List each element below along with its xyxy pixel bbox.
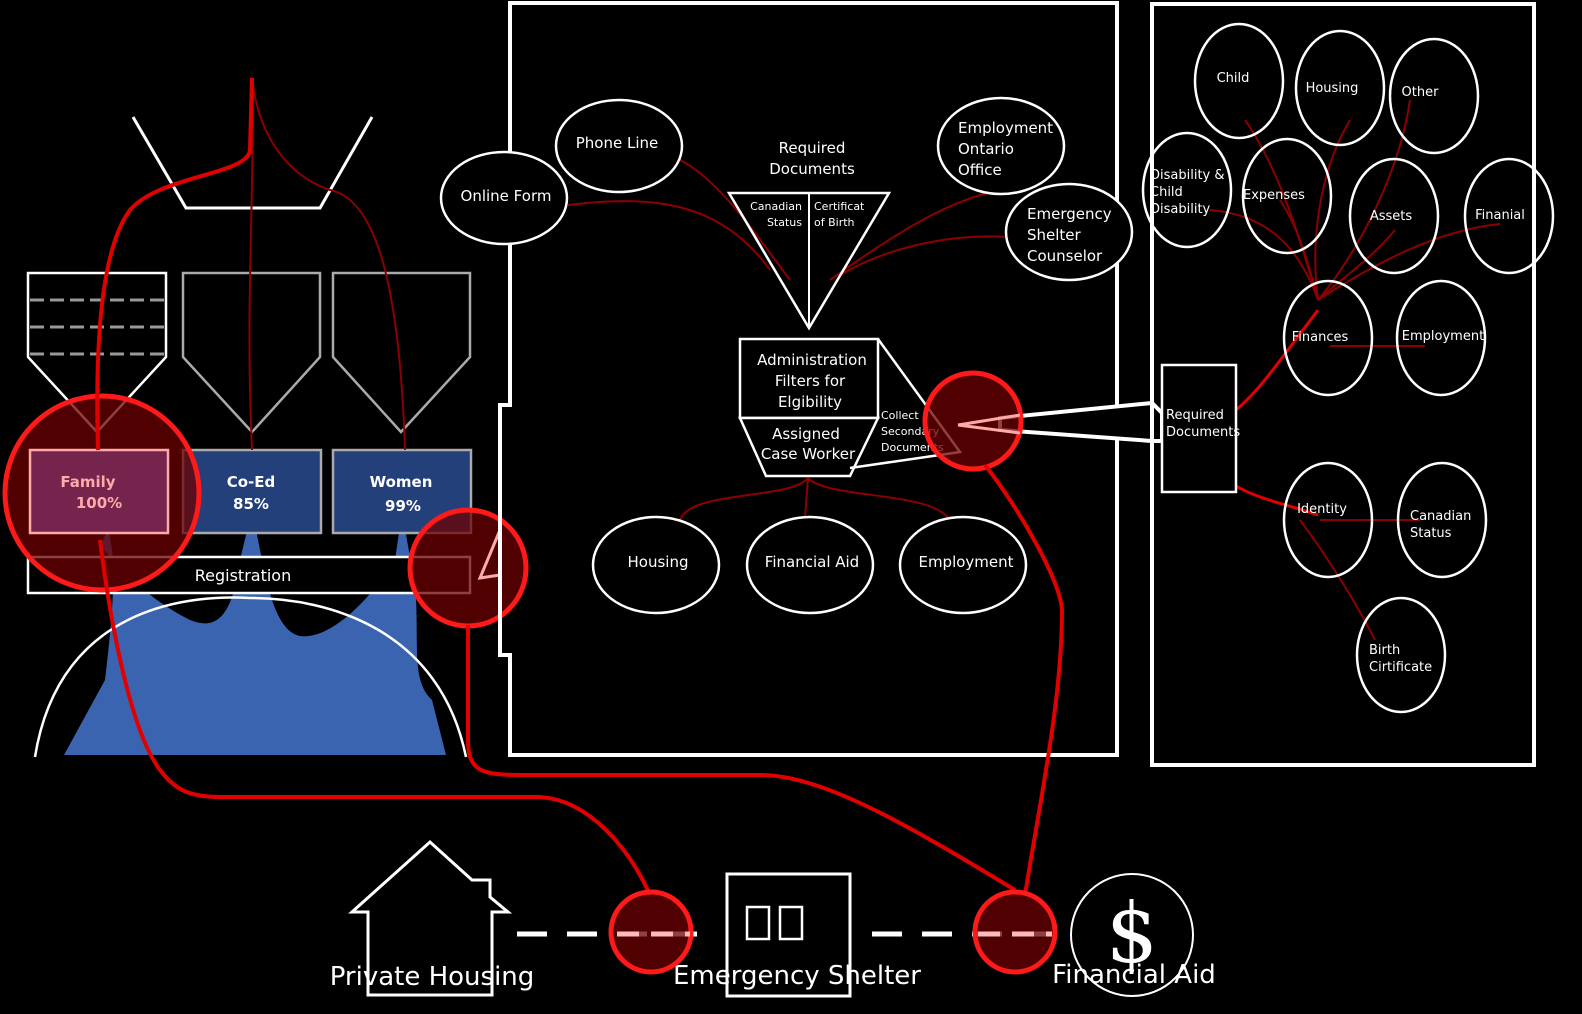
case-worker-line1: Assigned	[772, 425, 840, 443]
intake-panel: Online Form Phone Line Required Document…	[439, 1, 1164, 757]
required-documents-line1: Required	[1166, 408, 1224, 423]
family-value: 100%	[76, 494, 122, 512]
online-form-node[interactable]	[439, 150, 569, 246]
private-housing-label[interactable]: Private Housing	[330, 962, 535, 992]
emergency-counselor-line1: Emergency	[1027, 205, 1112, 223]
building-icon	[725, 872, 852, 998]
women-value: 99%	[385, 497, 421, 515]
assets-label: Assets	[1370, 209, 1413, 224]
documents-panel-frame	[1150, 2, 1536, 767]
expenses-label: Expenses	[1243, 188, 1305, 203]
required-documents-heading-line1: Required	[779, 139, 846, 157]
canadian-status-line1: Canadian	[1410, 509, 1471, 524]
coed-column-shape	[181, 271, 322, 434]
shelter-panel: Registration Family 100% Co-Ed 85% Women…	[2, 77, 529, 758]
canadian-status-line2: Status	[1410, 526, 1452, 541]
employment-node[interactable]	[898, 515, 1028, 615]
registration-connector-lens	[407, 507, 529, 629]
required-documents-heading-line2: Documents	[769, 160, 855, 178]
doc-canadian-status-line2: Status	[767, 216, 802, 229]
employment-ontario-line3: Office	[958, 161, 1002, 179]
house-icon	[348, 839, 513, 997]
bottom-row: Private Housing Emergency Shelter $ Fina…	[330, 839, 1216, 998]
coed-box[interactable]	[181, 448, 323, 535]
documents-panel: Child Housing Other Disability & Child D…	[1141, 2, 1555, 767]
emergency-shelter-label[interactable]: Emergency Shelter	[673, 961, 921, 991]
doc-canadian-status-line1: Canadian	[750, 200, 802, 213]
employment-ontario-line2: Ontario	[958, 140, 1014, 158]
housing-label: Housing	[628, 553, 689, 571]
employment-doc-node[interactable]	[1395, 279, 1487, 397]
disability-line2: Child	[1150, 185, 1183, 200]
required-documents-box[interactable]	[1160, 363, 1238, 494]
employment-ontario-node[interactable]	[936, 96, 1066, 196]
emergency-counselor-line3: Counselor	[1027, 247, 1103, 265]
shelter-base-arc	[33, 596, 468, 758]
secondary-docs-lens	[922, 370, 1024, 472]
financial-aid-node[interactable]	[745, 515, 875, 615]
coed-value: 85%	[233, 495, 269, 513]
women-label: Women	[370, 473, 433, 491]
dollar-symbol: $	[1106, 887, 1158, 982]
housing-doc-node[interactable]	[1294, 29, 1386, 147]
employment-label: Employment	[918, 553, 1013, 571]
phone-line-node[interactable]	[554, 98, 684, 194]
doc-birth-line1: Certificat	[814, 200, 865, 213]
financial-aid-label: Financial Aid	[765, 553, 859, 571]
birth-certificate-node[interactable]	[1355, 596, 1447, 714]
online-form-label: Online Form	[461, 187, 552, 205]
finances-node[interactable]	[1282, 279, 1374, 397]
phone-line-label: Phone Line	[576, 134, 659, 152]
flow-wires	[98, 463, 1065, 896]
employment-doc-label: Employment	[1402, 329, 1484, 344]
identity-node[interactable]	[1282, 461, 1374, 579]
coed-label: Co-Ed	[227, 473, 276, 491]
housing-doc-label: Housing	[1306, 81, 1359, 96]
women-column-shape	[331, 271, 472, 434]
employment-ontario-line1: Employment	[958, 119, 1053, 137]
admin-filters-line1: Administration	[757, 351, 867, 369]
collect-secondary-line1: Collect	[881, 409, 919, 422]
case-worker-line2: Case Worker	[761, 445, 856, 463]
case-worker-trapezoid[interactable]	[738, 416, 880, 478]
emergency-counselor-node[interactable]	[1004, 182, 1134, 282]
admin-filters-box[interactable]	[738, 337, 880, 420]
child-label: Child	[1217, 71, 1250, 86]
family-column-shape	[26, 271, 168, 434]
expenses-node[interactable]	[1241, 137, 1333, 255]
assets-node[interactable]	[1348, 157, 1440, 275]
disability-node[interactable]	[1141, 131, 1233, 249]
birth-certificate-line2: Cirtificate	[1369, 660, 1432, 675]
family-label: Family	[60, 473, 115, 491]
admin-filters-line3: Elgibility	[778, 393, 842, 411]
intake-funnel	[131, 116, 374, 210]
family-box[interactable]	[28, 448, 170, 535]
birth-certificate-line1: Birth	[1369, 643, 1400, 658]
occupancy-distribution-shape	[64, 510, 446, 755]
other-label: Other	[1402, 85, 1440, 100]
disability-line3: Disability	[1150, 202, 1211, 217]
finances-label: Finances	[1292, 330, 1349, 345]
child-node[interactable]	[1193, 22, 1285, 140]
other-node[interactable]	[1388, 37, 1480, 155]
housing-node[interactable]	[591, 515, 721, 615]
financial-aid-bottom-label[interactable]: Financial Aid	[1052, 960, 1216, 990]
finanial-node[interactable]	[1463, 157, 1555, 275]
finanial-label: Finanial	[1475, 208, 1525, 223]
disability-line1: Disability &	[1150, 168, 1225, 183]
doc-birth-line2: of Birth	[814, 216, 855, 229]
canadian-status-node[interactable]	[1396, 461, 1488, 579]
identity-label: Identity	[1297, 502, 1347, 517]
admin-filters-line2: Filters for	[775, 372, 846, 390]
dollar-coin-icon	[1070, 873, 1194, 997]
zoom-beam	[998, 400, 1164, 443]
emergency-counselor-line2: Shelter	[1027, 226, 1082, 244]
registration-label: Registration	[195, 566, 291, 585]
required-documents-line2: Documents	[1166, 425, 1240, 440]
